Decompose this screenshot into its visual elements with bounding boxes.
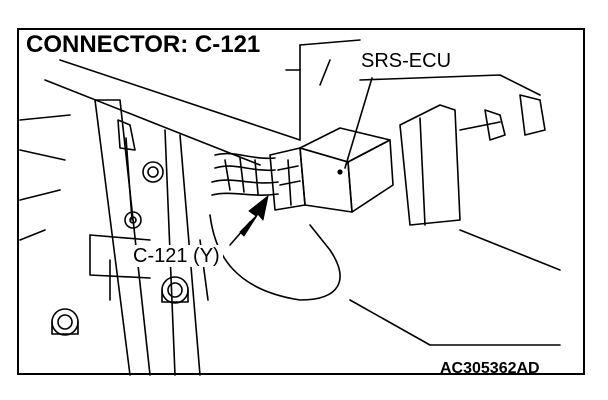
srs-ecu-unit — [299, 127, 394, 213]
figure-code: AC305362AD — [440, 360, 540, 377]
dashboard-panel — [19, 39, 361, 201]
ecu-callout-label: SRS-ECU — [357, 50, 456, 72]
cross-member — [19, 229, 151, 301]
mounting-bolts — [51, 276, 189, 336]
ecu-leader-line — [344, 77, 373, 169]
right-bracket — [319, 59, 546, 226]
figure-frame — [17, 28, 585, 375]
wire-harness — [211, 152, 279, 196]
pointer-arrow-icon — [239, 195, 269, 237]
connector-title: CONNECTOR: C-121 — [24, 32, 265, 59]
connector-callout-label: C-121 (Y) — [130, 245, 223, 267]
